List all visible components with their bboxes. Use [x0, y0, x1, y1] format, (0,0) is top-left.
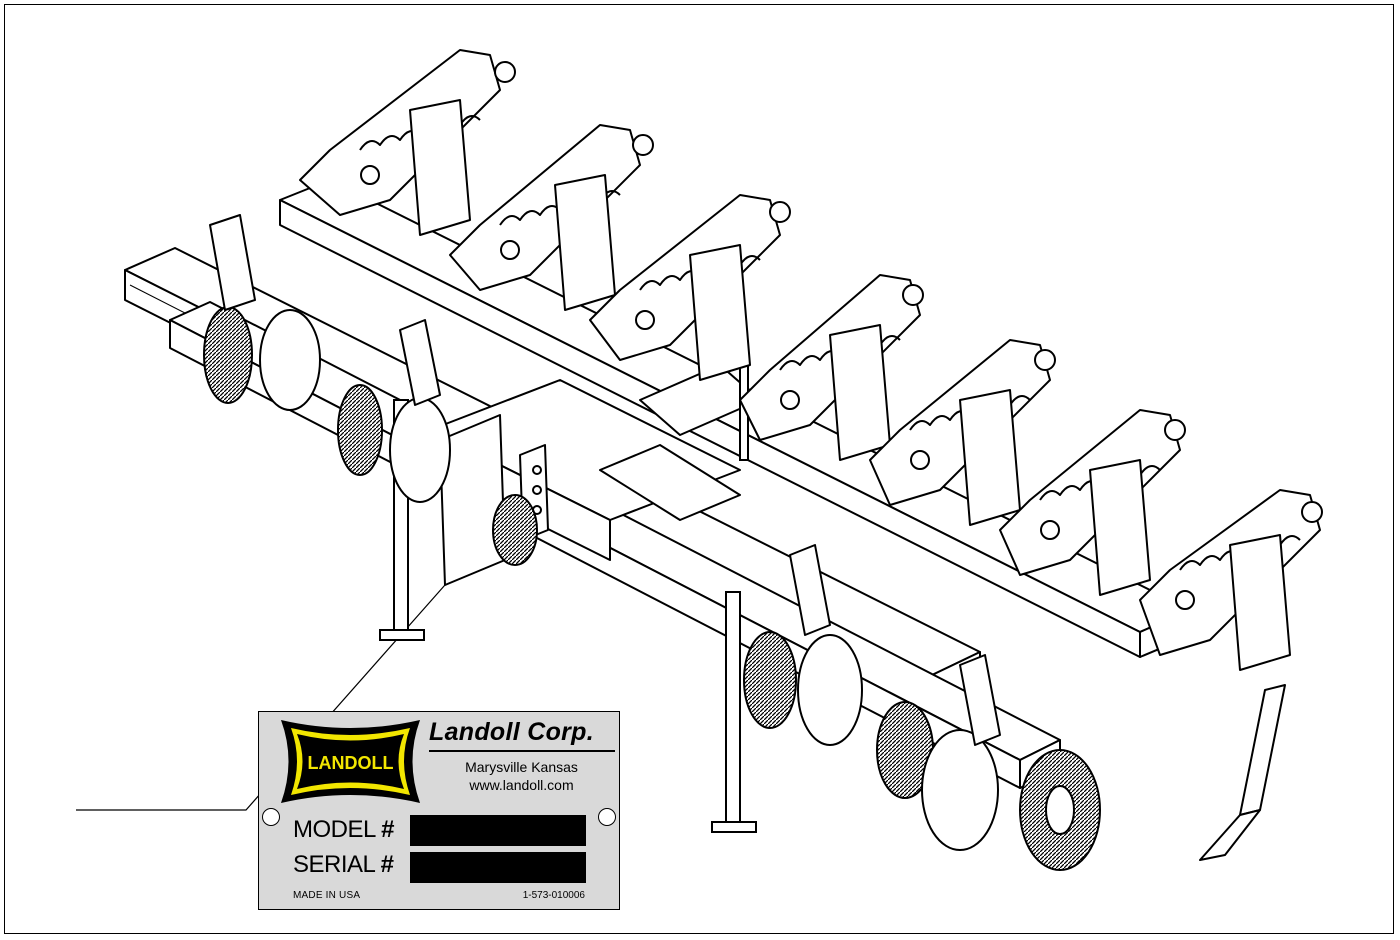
shank-2 [449, 124, 654, 311]
shank-1 [299, 49, 516, 236]
shank-4 [739, 274, 924, 461]
serial-number-field [410, 852, 586, 883]
made-in-label: MADE IN USA [293, 890, 361, 901]
mounting-hole-left [262, 808, 280, 826]
shank-7 [1139, 489, 1323, 861]
svg-text:LANDOLL: LANDOLL [308, 753, 394, 773]
shank-5 [869, 339, 1056, 526]
shank-6 [999, 409, 1186, 596]
leader-line [76, 567, 461, 811]
shank-assemblies [299, 49, 1323, 861]
shank-3 [589, 194, 791, 381]
wheel-arms [209, 214, 1001, 746]
model-label: MODEL # [293, 816, 394, 843]
landoll-logo: LANDOLL [281, 720, 420, 803]
gauge-wheels [203, 306, 1101, 871]
model-number-field [410, 815, 586, 846]
company-website: www.landoll.com [469, 777, 574, 793]
drawing-frame [4, 4, 1394, 934]
serial-label: SERIAL # [293, 851, 394, 878]
mounting-hole-right [598, 808, 616, 826]
company-rule [429, 750, 615, 752]
serial-plate: LANDOLL Landoll Corp. Marysville Kansas … [258, 711, 620, 910]
company-name: Landoll Corp. [429, 718, 594, 746]
company-city: Marysville Kansas [465, 759, 578, 775]
part-number: 1-573-010006 [522, 890, 585, 901]
